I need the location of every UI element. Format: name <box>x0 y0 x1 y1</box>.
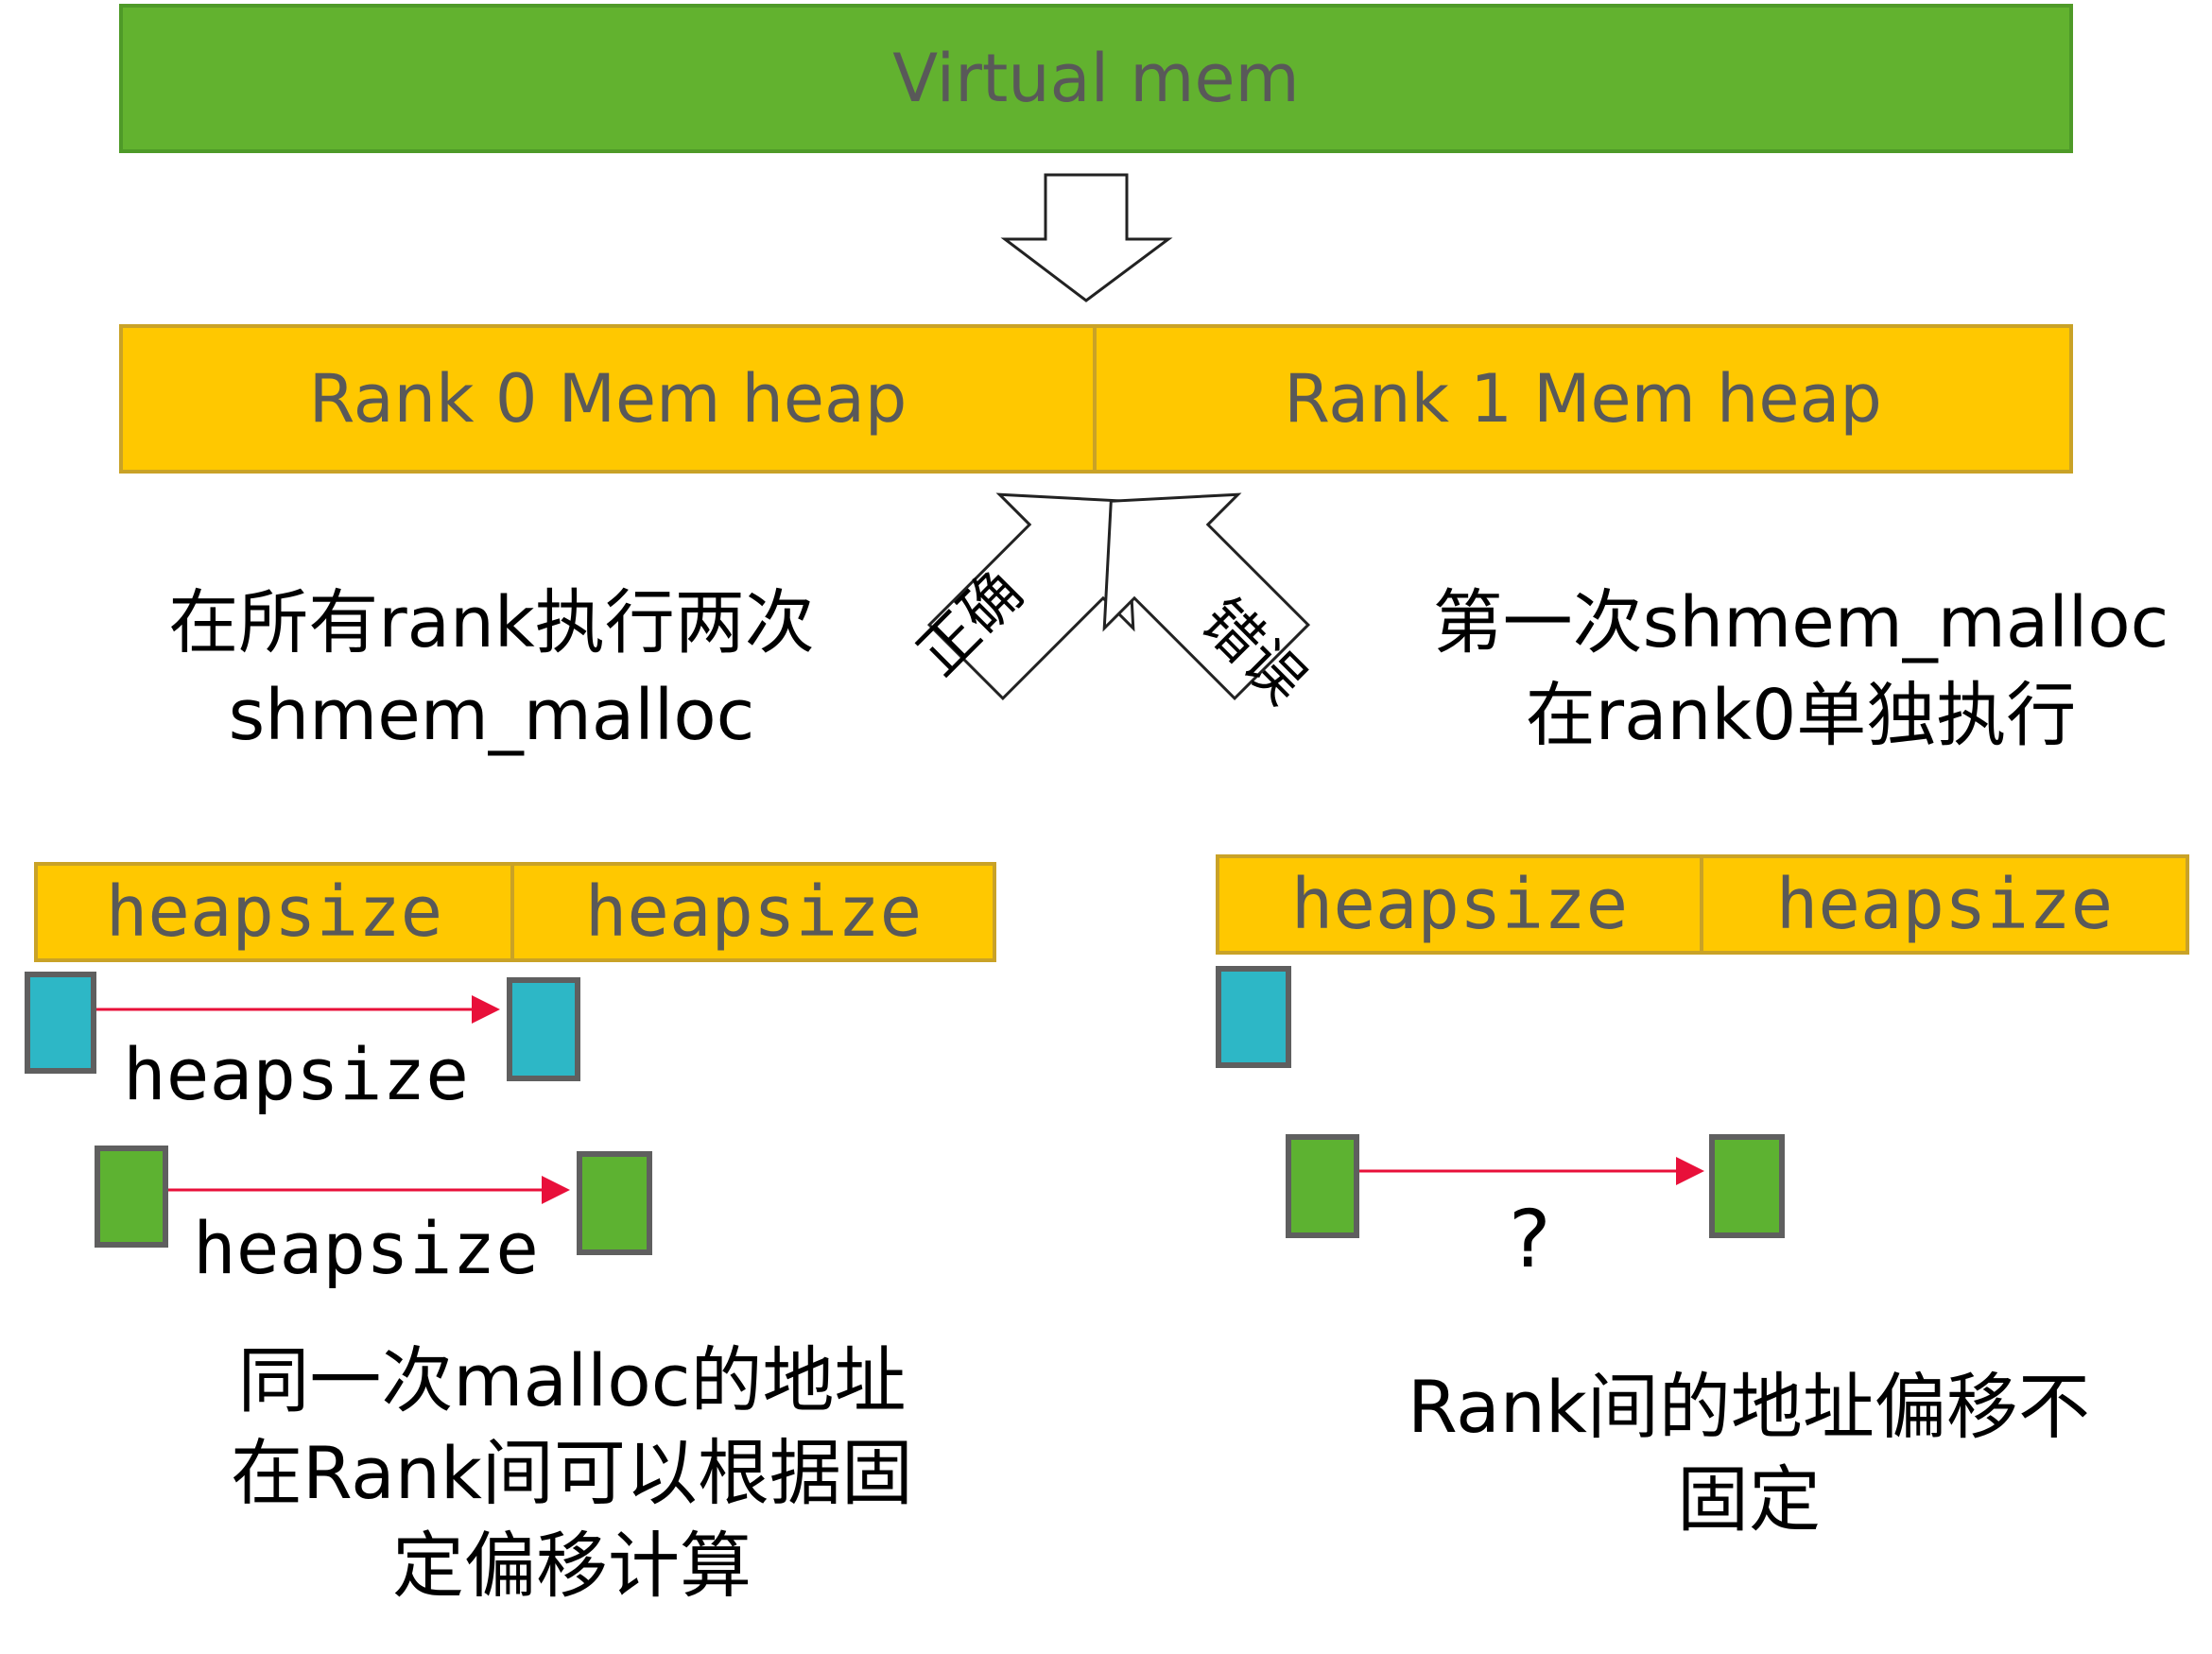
rank1-heap-box: Rank 1 Mem heap <box>1093 324 2073 474</box>
left-blue-block-rank0 <box>25 972 96 1074</box>
rank0-heap-label: Rank 0 Mem heap <box>308 360 907 438</box>
right-heap-cell-1-label: heapsize <box>1290 864 1629 945</box>
left-heap-cell-1: heapsize <box>34 862 514 962</box>
right-bottom-caption-line2: 固定 <box>1677 1457 1821 1542</box>
right-heap-cell-1: heapsize <box>1216 854 1703 955</box>
right-heap-cell-2-label: heapsize <box>1775 864 2114 945</box>
left-bottom-caption-line1: 同一次malloc的地址 <box>237 1338 907 1422</box>
unknown-offset-label: ? <box>1509 1193 1551 1285</box>
left-bottom-caption: 同一次malloc的地址 在Rank间可以根据固 定偏移计算 <box>189 1335 955 1612</box>
right-top-caption-line1: 第一次shmem_malloc <box>1432 582 2169 663</box>
wrong-arrow-icon <box>1102 492 1311 701</box>
left-green-block-rank0 <box>95 1146 168 1248</box>
left-blue-block-rank1 <box>507 977 580 1081</box>
down-arrow-icon <box>1000 173 1173 302</box>
virtual-mem-label: Virtual mem <box>892 40 1300 117</box>
left-heap-cell-2: heapsize <box>510 862 996 962</box>
rank0-heap-box: Rank 0 Mem heap <box>119 324 1097 474</box>
left-heap-cell-2-label: heapsize <box>584 871 923 953</box>
right-top-caption: 第一次shmem_malloc 在rank0单独执行 <box>1427 577 2174 762</box>
right-top-caption-line2: 在rank0单独执行 <box>1525 675 2077 756</box>
right-bottom-caption-line1: Rank间的地址偏移不 <box>1408 1365 2090 1449</box>
left-bottom-caption-line2: 在Rank间可以根据固 <box>231 1431 913 1515</box>
left-top-caption: 在所有rank执行两次 shmem_malloc <box>132 577 851 762</box>
virtual-mem-bar: Virtual mem <box>119 4 2073 153</box>
left-top-caption-line1: 在所有rank执行两次 <box>168 582 815 663</box>
right-green-block-rank0 <box>1286 1134 1359 1238</box>
left-offset-label-2: heapsize <box>193 1206 540 1290</box>
right-heap-cell-2: heapsize <box>1700 854 2189 955</box>
right-blue-block-rank0 <box>1216 966 1291 1068</box>
left-green-block-rank1 <box>577 1151 652 1255</box>
rank1-heap-label: Rank 1 Mem heap <box>1284 360 1882 438</box>
left-top-caption-line2: shmem_malloc <box>228 675 755 756</box>
right-green-block-rank1 <box>1709 1134 1785 1238</box>
right-bottom-caption: Rank间的地址偏移不 固定 <box>1361 1361 2136 1546</box>
left-offset-label-1: heapsize <box>123 1032 470 1116</box>
left-heap-cell-1-label: heapsize <box>105 871 443 953</box>
left-bottom-caption-line3: 定偏移计算 <box>392 1524 752 1608</box>
